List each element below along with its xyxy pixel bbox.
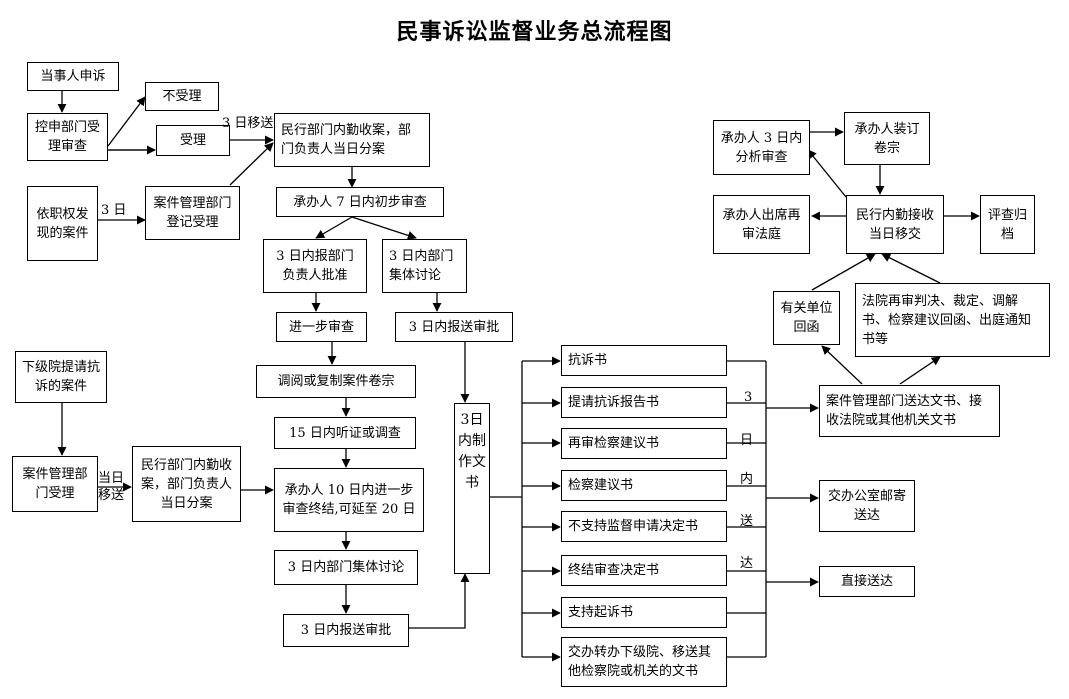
- doc-protest: 抗诉书: [561, 345, 727, 376]
- edge-label-deliver-reach: 达: [740, 556, 754, 571]
- edge-label-three-day: 3 日: [101, 203, 127, 218]
- box-handler-7day: 承办人 7 日内初步审查: [276, 187, 444, 217]
- doc-procuratorial-suggest: 检察建议书: [561, 470, 727, 501]
- page-title: 民事诉讼监督业务总流程图: [396, 20, 673, 45]
- box-report-head-approve: 3 日内报部门负责人批准: [263, 239, 367, 293]
- box-not-accept: 不受理: [145, 82, 219, 111]
- edge-label-same-day-transfer: 当日移送: [98, 471, 125, 503]
- box-consult-files: 调阅或复制案件卷宗: [256, 365, 416, 398]
- box-ex-officio: 依职权发现的案件: [27, 186, 98, 261]
- box-accept: 受理: [156, 125, 230, 156]
- edge-label-deliver-in: 内: [740, 472, 754, 487]
- edge-label-deliver-send: 送: [740, 514, 754, 529]
- box-civil-dept-receive-2: 民行部门内勤收案，部门负责人当日分案: [132, 446, 241, 522]
- doc-retrial-suggest: 再审检察建议书: [561, 428, 727, 459]
- box-court-retrial-docs: 法院再审判决、裁定、调解书、检察建议回函、出庭通知书等: [855, 283, 1050, 357]
- doc-transfer: 交办转办下级院、移送其他检察院或机关的文书: [561, 637, 727, 687]
- box-lower-court-case: 下级院提请抗诉的案件: [15, 351, 107, 403]
- doc-protest-report: 提请抗诉报告书: [561, 387, 727, 418]
- doc-terminate: 终结审查决定书: [561, 555, 727, 586]
- doc-support-suit: 支持起诉书: [561, 597, 727, 628]
- box-further-review: 进一步审查: [276, 312, 367, 342]
- edge-label-transfer-3day: 3 日移送: [222, 116, 274, 131]
- box-hearing-15day: 15 日内听证或调查: [274, 417, 416, 449]
- box-handler-10day: 承办人 10 日内进一步审查终结,可延至 20 日: [274, 468, 424, 532]
- edge-label-deliver-3: 3: [744, 390, 753, 405]
- box-case-mgmt-deliver: 案件管理部门送达文书、接收法院或其他机关文书: [819, 385, 1000, 437]
- box-case-mgmt-register: 案件管理部门登记受理: [145, 186, 240, 240]
- box-dept-group-discuss-2: 3 日内部门集体讨论: [274, 550, 418, 585]
- box-submit-approval-2: 3 日内报送审批: [283, 614, 409, 647]
- box-evaluate-archive: 评查归档: [980, 195, 1035, 254]
- box-accusation-dept: 控申部门受理审查: [27, 113, 108, 161]
- box-civil-dept-receive-1: 民行部门内勤收案，部门负责人当日分案: [274, 113, 430, 167]
- box-party-appeal: 当事人申诉: [27, 62, 119, 91]
- box-make-documents: 3日内制作文书: [454, 403, 490, 574]
- box-case-mgmt-accept: 案件管理部门受理: [12, 456, 98, 512]
- box-direct-deliver: 直接送达: [819, 566, 915, 597]
- box-clerk-transfer: 民行内勤接收当日移交: [846, 195, 944, 254]
- box-office-mail: 交办公室邮寄送达: [819, 480, 915, 532]
- box-handler-bind-files: 承办人装订卷宗: [844, 112, 930, 165]
- box-handler-3day-analysis: 承办人 3 日内分析审查: [713, 120, 810, 175]
- edge-label-deliver-day: 日: [740, 433, 754, 448]
- box-dept-group-discuss-1: 3 日内部门集体讨论: [382, 239, 467, 293]
- doc-not-support: 不支持监督申请决定书: [561, 511, 727, 542]
- box-reply-units: 有关单位回函: [773, 291, 840, 345]
- box-handler-attend-court: 承办人出席再审法庭: [713, 195, 810, 254]
- box-submit-approval-1: 3 日内报送审批: [395, 312, 513, 342]
